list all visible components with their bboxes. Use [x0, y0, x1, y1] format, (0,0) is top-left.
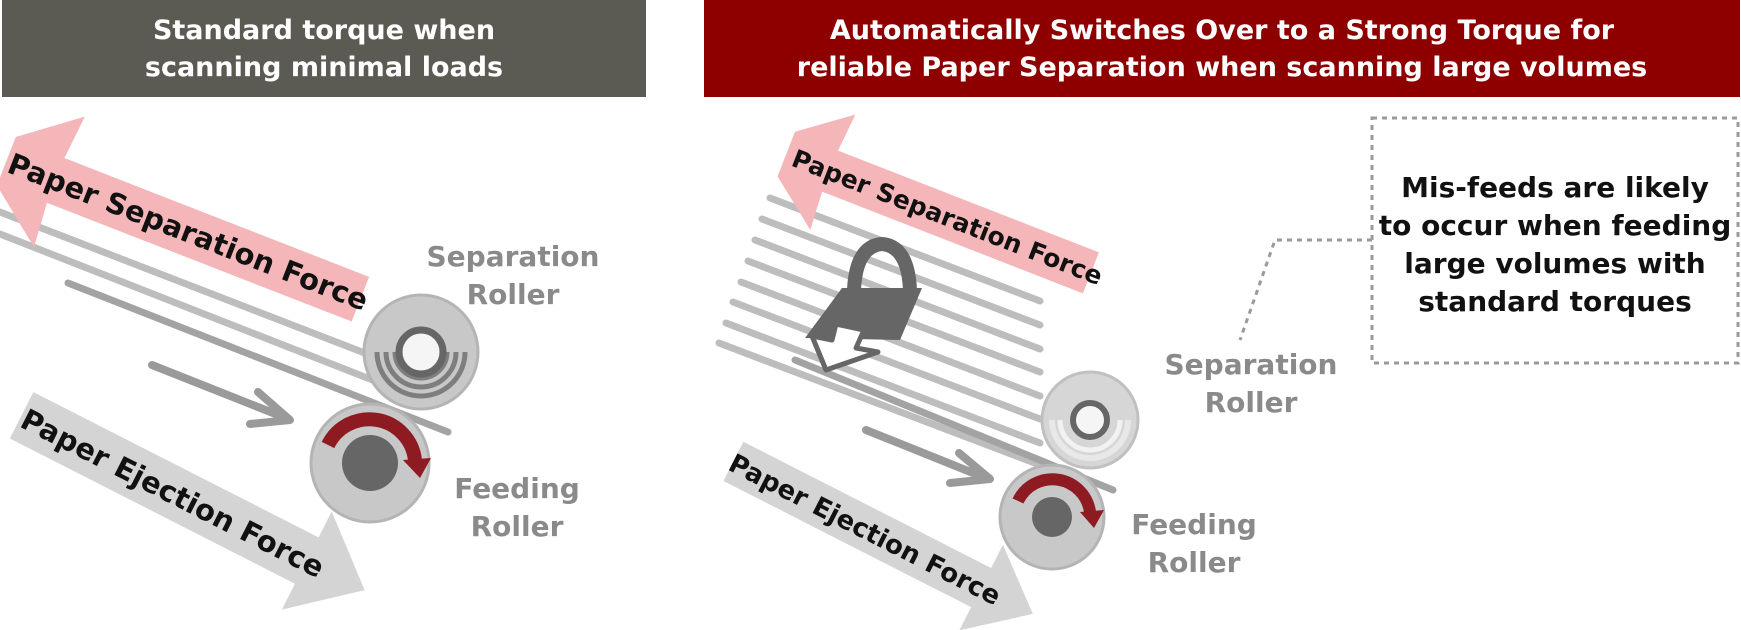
header-right-line-1: Automatically Switches Over to a Strong …	[829, 14, 1615, 46]
torque-arrow-head	[1080, 510, 1104, 528]
misfeed-callout: Mis-feeds are likely to occur when feedi…	[1370, 116, 1740, 365]
left-separation-roller-label-2: Roller	[467, 278, 560, 311]
paper-sheet	[729, 298, 1044, 423]
header-left-line-1: Standard torque when	[152, 14, 496, 46]
header-standard-torque: Standard torque when scanning minimal lo…	[2, 0, 646, 97]
right-separation-roller	[1040, 370, 1140, 470]
header-left-line-2: scanning minimal loads	[144, 51, 504, 83]
left-feed-direction-arrow	[148, 361, 294, 428]
right-panel: Paper Separation Force Paper Ejection Fo…	[715, 114, 1740, 630]
callout-line-2: to occur when feeding	[1379, 209, 1732, 242]
paper-sheet	[715, 339, 1044, 469]
callout-line-3: large volumes with	[1404, 247, 1705, 280]
paper-sheet	[722, 319, 1044, 447]
header-strong-torque: Automatically Switches Over to a Strong …	[704, 0, 1740, 97]
paper-sheet	[0, 208, 379, 361]
right-feeding-roller	[998, 463, 1106, 571]
callout-line-1: Mis-feeds are likely	[1401, 171, 1709, 204]
down-arrow-icon	[809, 321, 881, 373]
left-separation-roller	[362, 293, 480, 411]
header-right-line-2: reliable Paper Separation when scanning …	[796, 51, 1648, 83]
left-panel: Paper Separation Force Paper Ejection Fo…	[0, 116, 600, 610]
left-feeding-roller	[309, 402, 431, 524]
weight-icon	[805, 236, 922, 373]
paper-sheet	[0, 230, 379, 385]
left-separation-roller-label-1: Separation	[427, 240, 600, 273]
callout-connector	[1238, 238, 1372, 341]
right-separation-roller-label-1: Separation	[1165, 348, 1338, 381]
callout-line-4: standard torques	[1418, 285, 1691, 318]
left-ejection-force-label: Paper Ejection Force	[15, 402, 330, 585]
right-feeding-roller-label-2: Roller	[1148, 546, 1241, 579]
torque-arrow-head	[403, 458, 431, 478]
left-feeding-roller-label-1: Feeding	[454, 472, 580, 505]
right-separation-roller-label-2: Roller	[1205, 386, 1298, 419]
left-feeding-roller-label-2: Roller	[471, 510, 564, 543]
right-feed-direction-arrow	[862, 426, 994, 487]
right-feeding-roller-label-1: Feeding	[1131, 508, 1257, 541]
